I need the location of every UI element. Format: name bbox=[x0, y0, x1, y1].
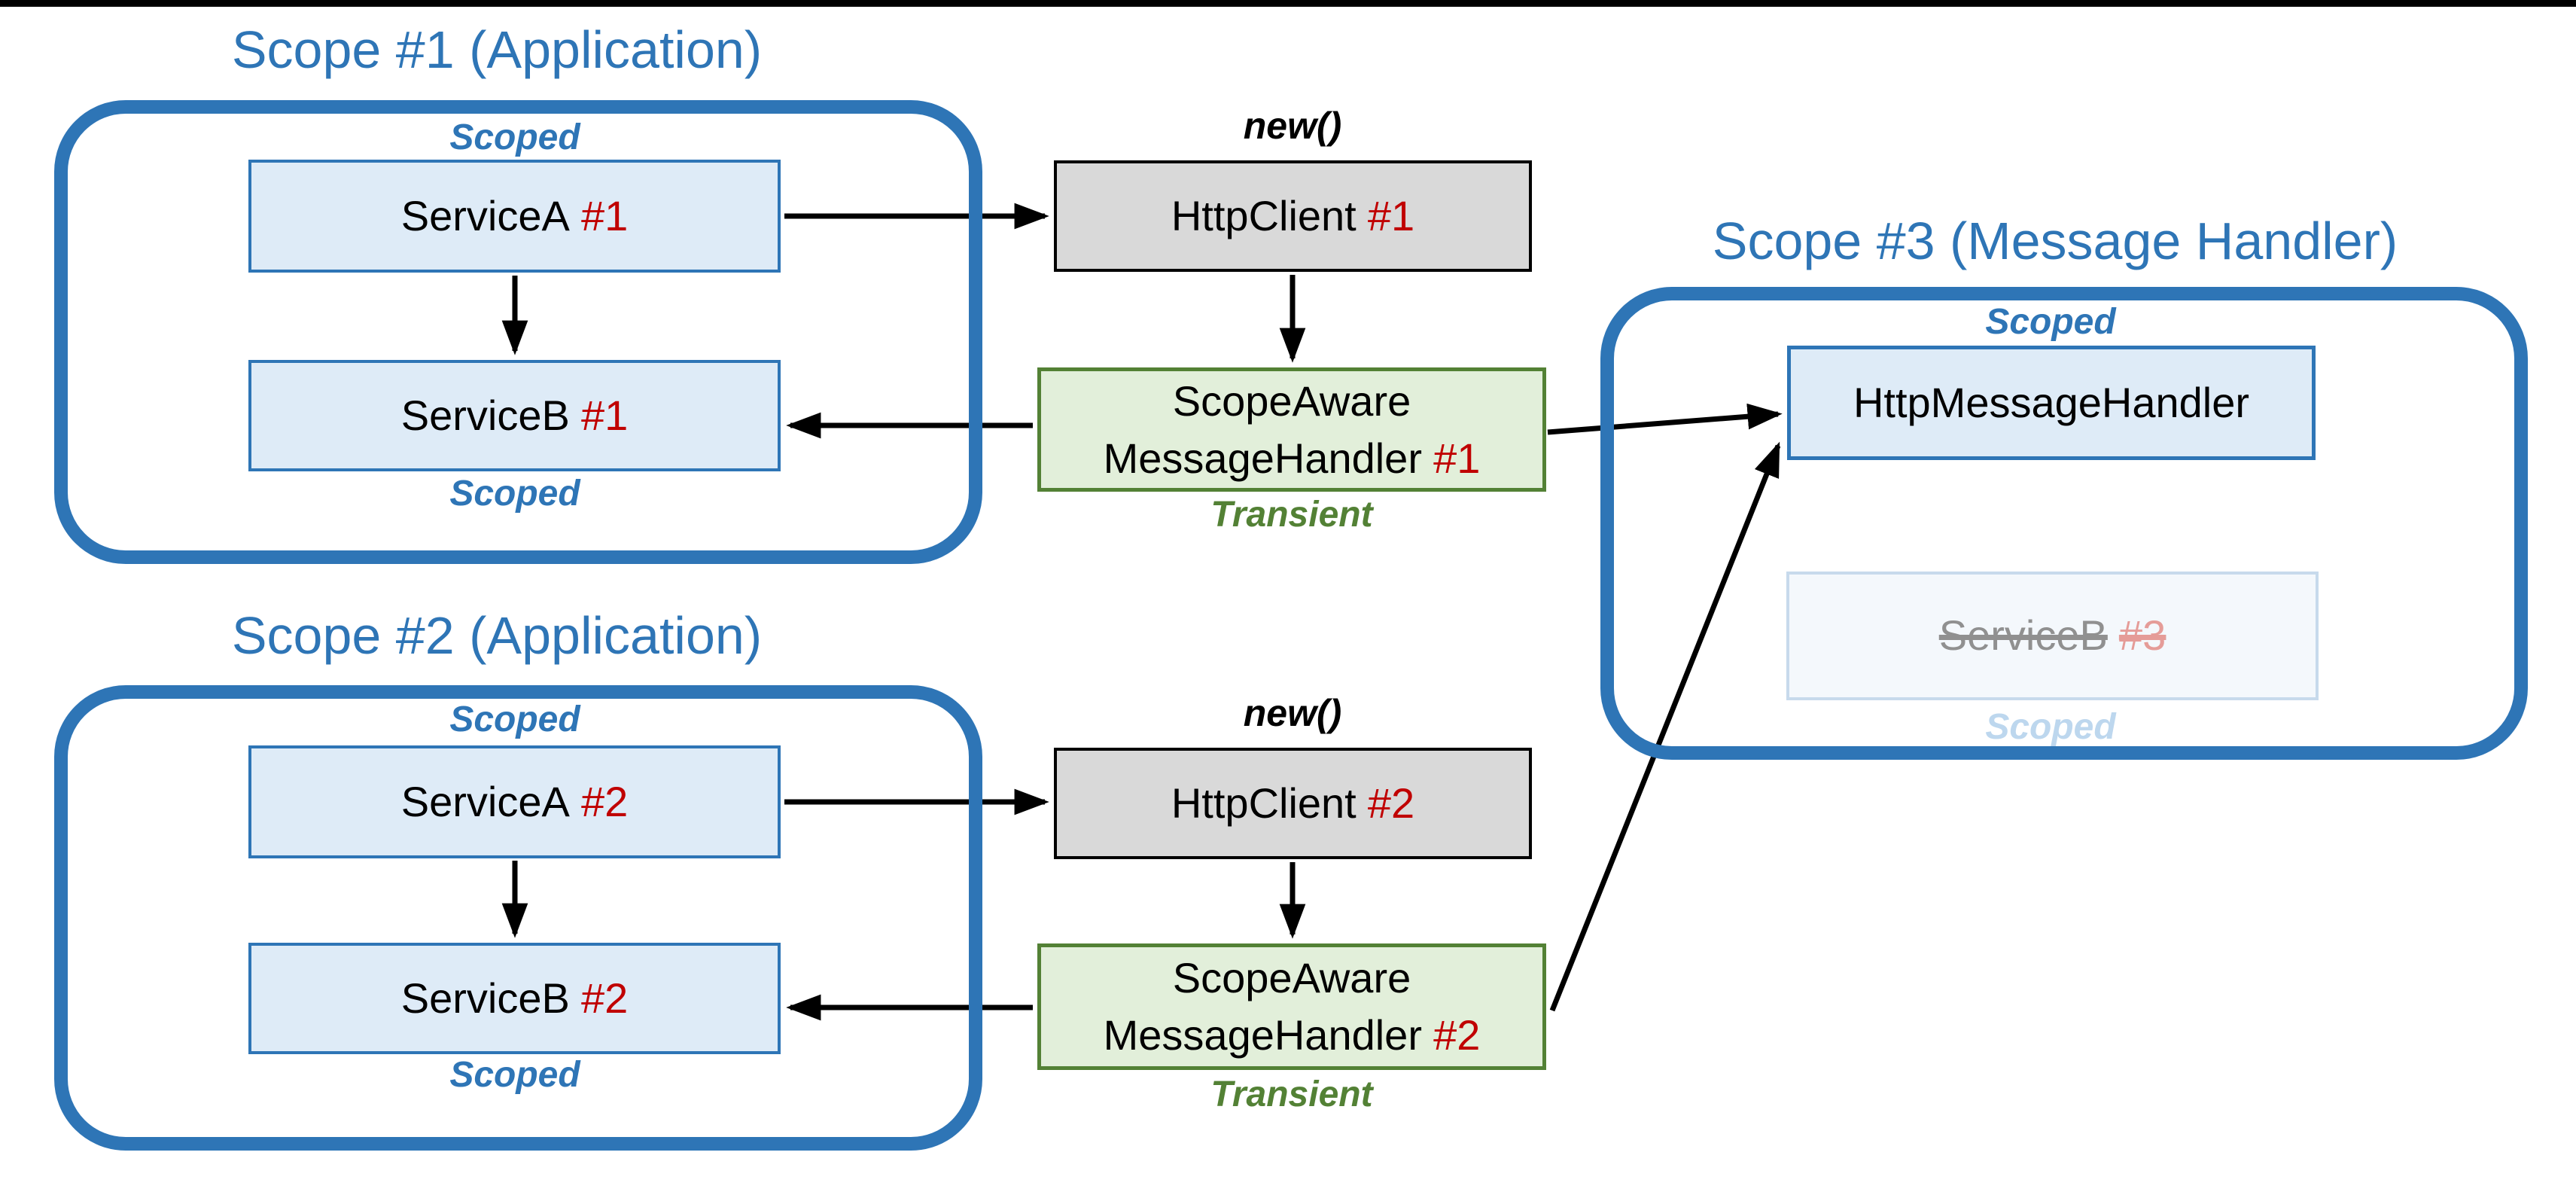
scope2-title: Scope #2 (Application) bbox=[231, 606, 763, 665]
handler2-line2: MessageHandler#2 bbox=[1103, 1011, 1481, 1059]
servicea1-box: ServiceA#1 bbox=[248, 160, 781, 273]
serviceb2-instance: #2 bbox=[580, 974, 629, 1022]
new2-label: new() bbox=[1243, 692, 1342, 734]
httpclient1-label: HttpClient bbox=[1171, 191, 1357, 239]
httpclient1-box: HttpClient#1 bbox=[1054, 160, 1532, 272]
httpmessagehandler-label: HttpMessageHandler bbox=[1853, 378, 2250, 426]
handler1-line2: MessageHandler#1 bbox=[1103, 434, 1481, 482]
handler1-instance: #1 bbox=[1433, 434, 1481, 482]
scope3-title: Scope #3 (Message Handler) bbox=[1712, 212, 2398, 270]
scope3-boundary bbox=[1600, 287, 2528, 760]
serviceb1-instance: #1 bbox=[580, 391, 629, 439]
httpclient2-box: HttpClient#2 bbox=[1054, 748, 1532, 859]
servicea1-instance: #1 bbox=[580, 191, 629, 239]
letterbox-top-bar bbox=[0, 0, 2576, 7]
scope1-scoped-bottom-label: Scoped bbox=[449, 474, 580, 514]
scope3-scoped-bottom-label: Scoped bbox=[1985, 707, 2116, 747]
handler1-line1: ScopeAware bbox=[1172, 376, 1411, 425]
servicea2-instance: #2 bbox=[580, 777, 629, 825]
scope3-scoped-top-label: Scoped bbox=[1985, 302, 2116, 342]
transient1-label: Transient bbox=[1210, 495, 1373, 535]
scope2-scoped-top-label: Scoped bbox=[449, 700, 580, 739]
serviceb2-box: ServiceB#2 bbox=[248, 943, 781, 1054]
serviceb1-box: ServiceB#1 bbox=[248, 360, 781, 471]
httpmessagehandler-box: HttpMessageHandler bbox=[1787, 346, 2316, 460]
serviceb3-label: ServiceB#3 bbox=[1938, 611, 2166, 660]
scope1-scoped-top-label: Scoped bbox=[449, 117, 580, 157]
handler2-line1: ScopeAware bbox=[1172, 954, 1411, 1002]
scope2-boundary bbox=[54, 685, 982, 1151]
scopeaware-handler1-box: ScopeAware MessageHandler#1 bbox=[1037, 367, 1546, 492]
serviceb3-instance: #3 bbox=[2118, 611, 2166, 660]
serviceb1-label: ServiceB bbox=[400, 391, 570, 439]
servicea1-label: ServiceA bbox=[400, 191, 570, 239]
servicea2-label: ServiceA bbox=[400, 777, 570, 825]
httpclient1-instance: #1 bbox=[1367, 191, 1415, 239]
scope1-title: Scope #1 (Application) bbox=[231, 20, 763, 79]
scope1-boundary bbox=[54, 100, 982, 564]
httpclient2-instance: #2 bbox=[1367, 779, 1415, 827]
serviceb3-faded-box: ServiceB#3 bbox=[1786, 572, 2319, 700]
httpclient2-label: HttpClient bbox=[1171, 779, 1357, 827]
scopeaware-handler2-box: ScopeAware MessageHandler#2 bbox=[1037, 943, 1546, 1070]
scope2-scoped-bottom-label: Scoped bbox=[449, 1055, 580, 1095]
handler2-instance: #2 bbox=[1433, 1011, 1481, 1059]
servicea2-box: ServiceA#2 bbox=[248, 745, 781, 858]
serviceb2-label: ServiceB bbox=[400, 974, 570, 1022]
new1-label: new() bbox=[1243, 105, 1342, 147]
transient2-label: Transient bbox=[1210, 1074, 1373, 1114]
